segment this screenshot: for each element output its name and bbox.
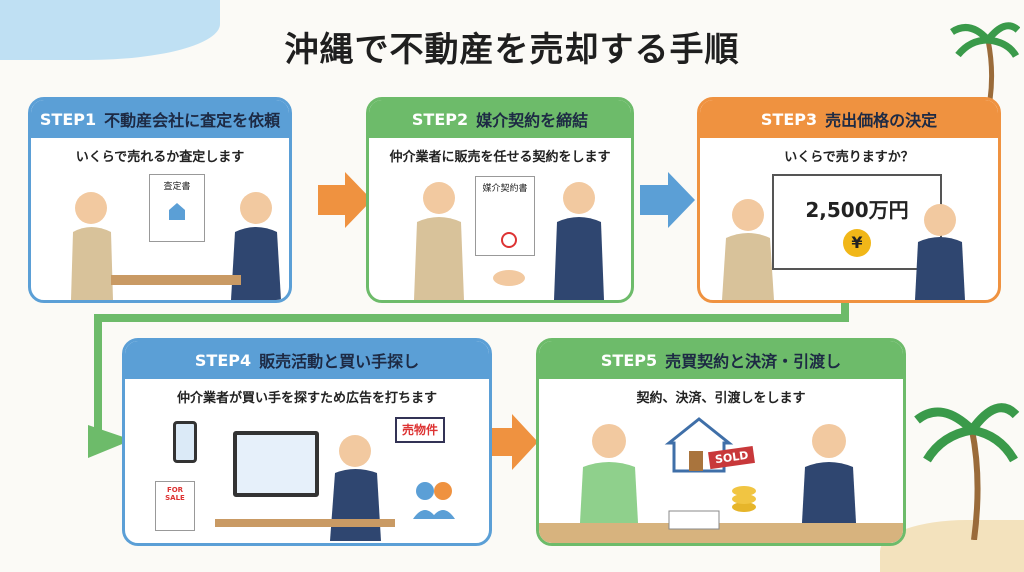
step-number: STEP1 [39,109,97,129]
step4-card: STEP4 販売活動と買い手探し 仲介業者が買い手を探すため広告を打ちます FOR… [122,338,492,546]
computer-monitor [233,431,319,497]
price-board: 2,500万円 ¥ [772,174,942,270]
step-heading: 不動産会社に査定を依頼 [104,111,281,130]
step-subtitle: 契約、決済、引渡しをします [636,391,806,406]
smartphone-icon [173,421,197,463]
step2-header: STEP2 媒介契約を締結 [369,100,631,138]
brokerage-contract-document: 媒介契約書 [475,176,535,256]
step2-illustration: 媒介契約書 [369,170,631,300]
arrow-right [318,172,372,228]
step-heading: 販売活動と買い手探し [259,352,420,371]
step-subtitle: 仲介業者に販売を任せる契約をします [389,150,611,165]
step4-header: STEP4 販売活動と買い手探し [125,341,489,379]
palm-tree-icon [950,10,1021,101]
step-subtitle: 仲介業者が買い手を探すため広告を打ちます [176,391,437,406]
palm-tree-icon [912,390,1020,541]
price-value: 2,500万円 [805,198,909,222]
step3-header: STEP3 売出価格の決定 [700,100,998,138]
step3-card: STEP3 売出価格の決定 いくらで売りますか？ 2,500万円 ¥ [697,97,1001,303]
arrow-right [640,172,695,228]
step-heading: 売出価格の決定 [825,111,938,130]
for-sale-flyer: FOR SALE [155,481,195,531]
step-number: STEP4 [194,350,252,370]
step-number: STEP2 [411,109,469,129]
step5-card: STEP5 売買契約と決済・引渡し 契約、決済、引渡しをします SOLD [536,338,906,546]
step-subtitle: いくらで売りますか？ [784,150,914,165]
step1-header: STEP1 不動産会社に査定を依頼 [31,100,289,138]
step-number: STEP5 [600,350,658,370]
step4-illustration: FOR SALE 売物件 [125,411,489,543]
step-heading: 売買契約と決済・引渡し [665,352,842,371]
step-heading: 媒介契約を締結 [476,111,589,130]
step3-illustration: 2,500万円 ¥ [700,170,998,300]
step1-illustration: 査定書 [31,170,289,300]
for-sale-sign: 売物件 [395,417,445,443]
page-title: 沖縄で不動産を売却する手順 [284,30,740,70]
step5-illustration: SOLD [539,411,903,543]
step1-card: STEP1 不動産会社に査定を依頼 いくらで売れるか査定します 査定書 [28,97,292,303]
step5-header: STEP5 売買契約と決済・引渡し [539,341,903,379]
yen-coin-icon: ¥ [843,229,871,257]
step-number: STEP3 [760,109,818,129]
arrow-right [488,414,538,470]
step2-card: STEP2 媒介契約を締結 仲介業者に販売を任せる契約をします 媒介契約書 [366,97,634,303]
step-subtitle: いくらで売れるか査定します [75,150,245,165]
